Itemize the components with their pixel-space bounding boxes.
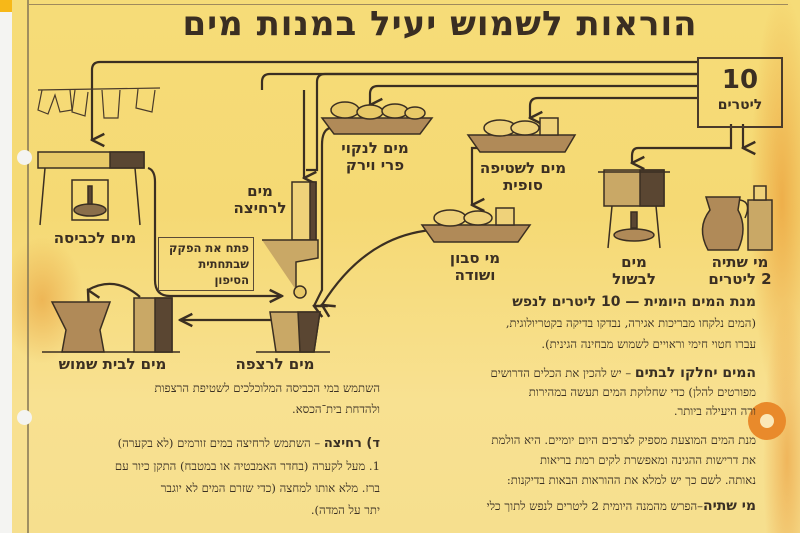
label-final-rinse: מים לשטיפה סופית <box>479 159 567 194</box>
stain-ring <box>748 402 786 440</box>
floor-toilet-section: השתמש במי הכביסה המלוכלכים לשטיפת הרצפות… <box>154 381 380 416</box>
ration-unit: ליטרים <box>717 97 763 113</box>
corner-marker <box>0 0 12 12</box>
section-heading: המים יחלקו לבתים <box>634 365 756 381</box>
daily-ration-section: מנת המים היומית — 10 ליטרים לנפש (המים נ… <box>505 294 756 351</box>
page-edge-line <box>27 0 29 533</box>
daily-ration-box: 10 ליטרים <box>697 57 783 128</box>
label-laundry: מים לכביסה <box>53 229 137 247</box>
siphon-note: פתח את הפקק שבתחתית הסיפון <box>158 237 254 291</box>
section-heading: מנת המים היומית — 10 ליטרים לנפש <box>512 294 756 310</box>
label-floor: מים לרצפה <box>235 355 315 373</box>
section-heading: מי שתיה <box>702 498 756 514</box>
page-title: הוראות לשמוש יעיל במנות מים <box>182 4 698 44</box>
section-heading: ד) רחיצה <box>323 436 380 451</box>
label-soap-soda: מי סבון ושודה <box>449 249 501 284</box>
label-drinking: מי שתיה 2 ליטרים <box>708 253 772 288</box>
washing-section: ד) רחיצה – השתמש לרחיצה במים זורמים (לא … <box>114 436 380 517</box>
top-edge-line <box>28 4 788 5</box>
ration-amount: 10 <box>721 65 759 95</box>
label-hand-washing: מים לרחיצה <box>233 182 287 217</box>
label-cooking: מים לבשול <box>612 253 656 288</box>
punch-hole <box>17 410 32 425</box>
ration-adequacy-section: מנת המים המוצעת מספיק לצרכים היום יומיים… <box>486 433 756 514</box>
label-produce: מים לנקוי פרי וירק <box>341 139 409 174</box>
label-toilet: מים לבית שמוש <box>58 355 167 373</box>
distribution-section: המים יחלקו לבתים – יש להכין את הכלים הדר… <box>490 365 756 418</box>
punch-hole <box>17 150 32 165</box>
